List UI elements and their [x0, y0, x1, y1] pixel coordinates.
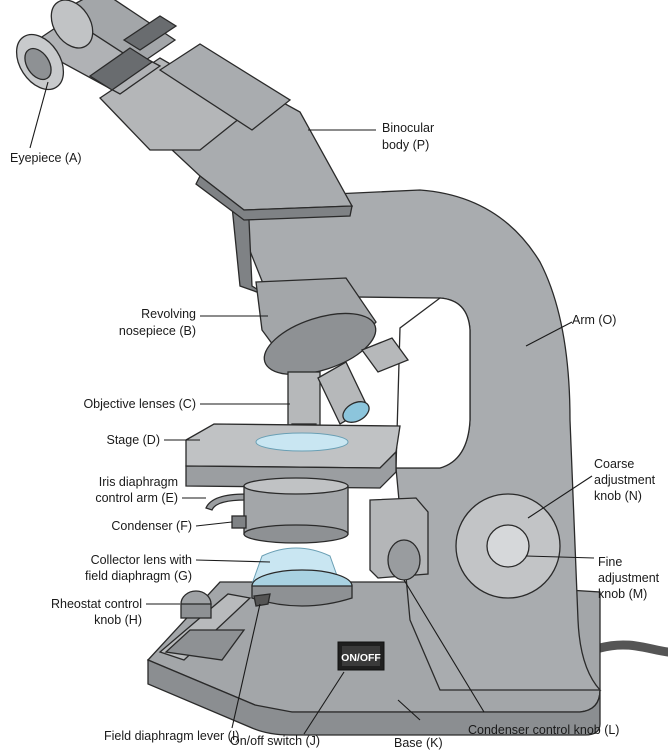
condenser-control-knob [388, 540, 420, 580]
label-on-off-switch: On/off switch (J) [230, 734, 320, 748]
label-stage: Stage (D) [107, 433, 161, 447]
on-off-switch-label: ON/OFF [341, 652, 381, 664]
stage-aperture [256, 433, 348, 451]
iris-diaphragm-control-arm [206, 494, 246, 510]
label-arm: Arm (O) [572, 313, 616, 327]
fine-adjustment-knob [487, 525, 529, 567]
label-base: Base (K) [394, 736, 443, 750]
label-objective-lenses: Objective lenses (C) [83, 397, 196, 411]
label-field-diaphragm-lever: Field diaphragm lever (I) [104, 729, 239, 743]
condenser-bracket [370, 498, 428, 580]
field-diaphragm-lever [254, 594, 270, 606]
label-condenser-control-knob: Condenser control knob (L) [468, 723, 619, 737]
power-cord [600, 645, 668, 652]
label-condenser: Condenser (F) [111, 519, 192, 533]
on-off-switch[interactable]: ON/OFF [338, 642, 384, 670]
condenser [232, 478, 348, 543]
label-eyepiece: Eyepiece (A) [10, 151, 82, 165]
